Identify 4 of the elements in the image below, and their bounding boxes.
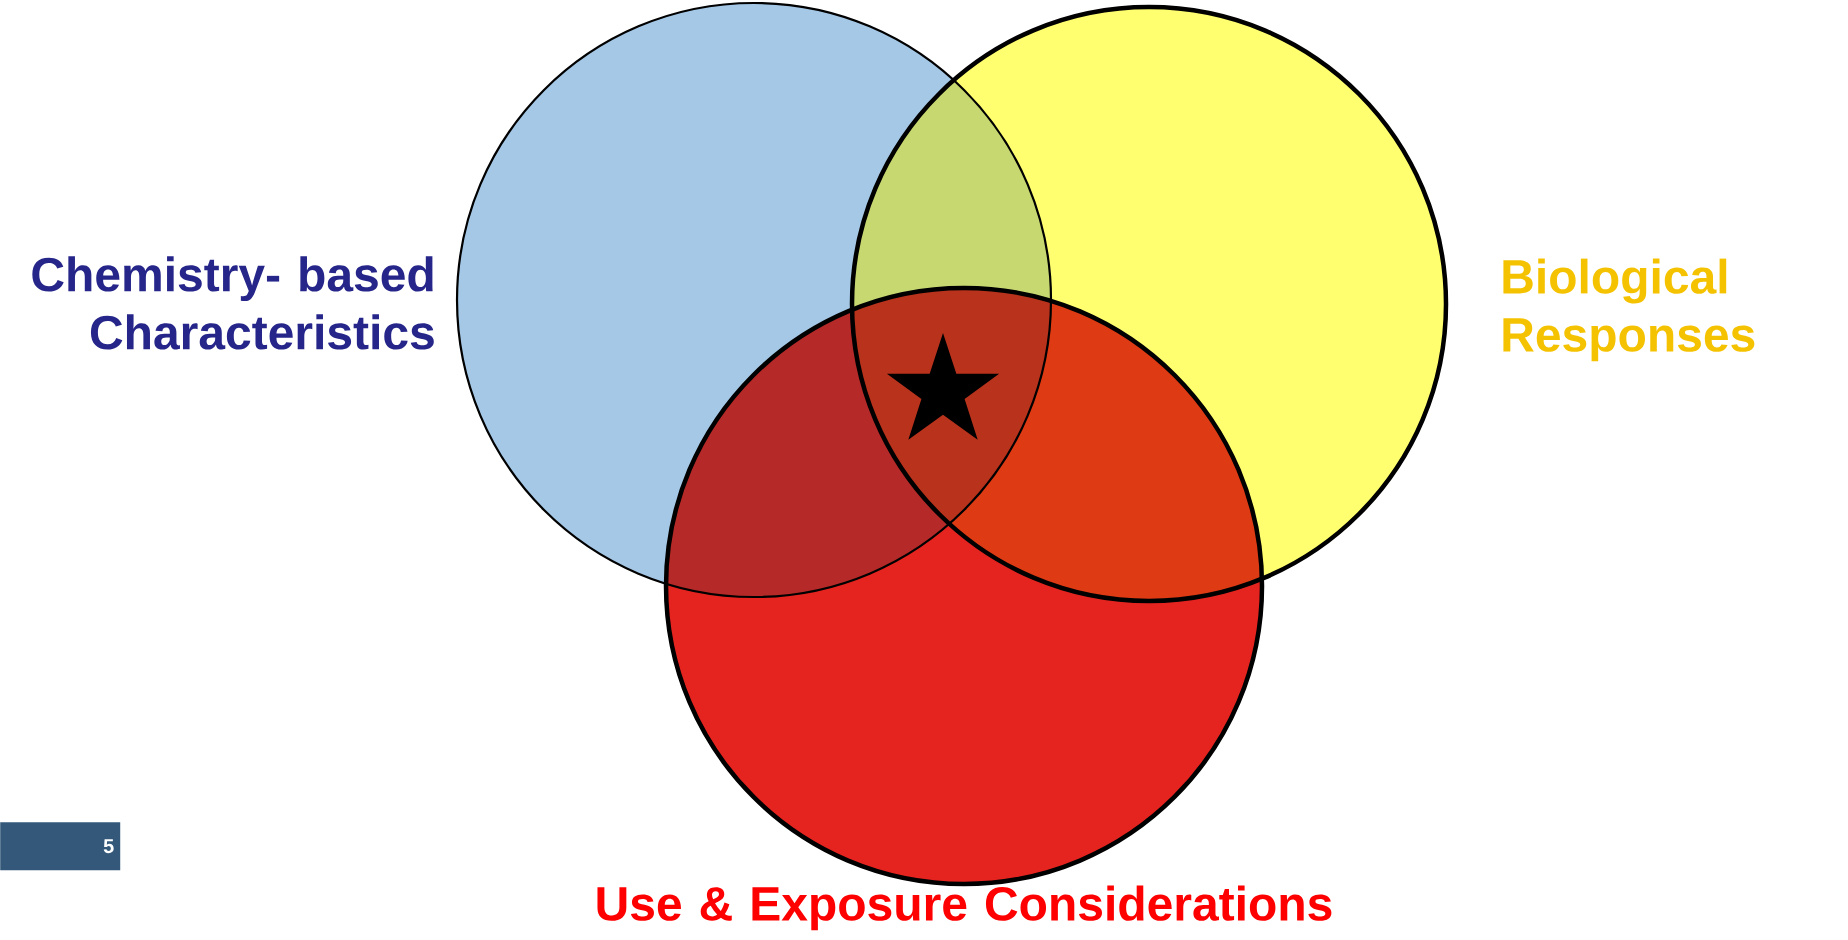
node-label: Use & Exposure Considerations: [597, 885, 1332, 931]
node-label: Chemistry- based Characteristics: [32, 256, 434, 350]
page-number: 5: [0, 822, 121, 871]
node-label: Biological Responses: [1503, 258, 1755, 362]
